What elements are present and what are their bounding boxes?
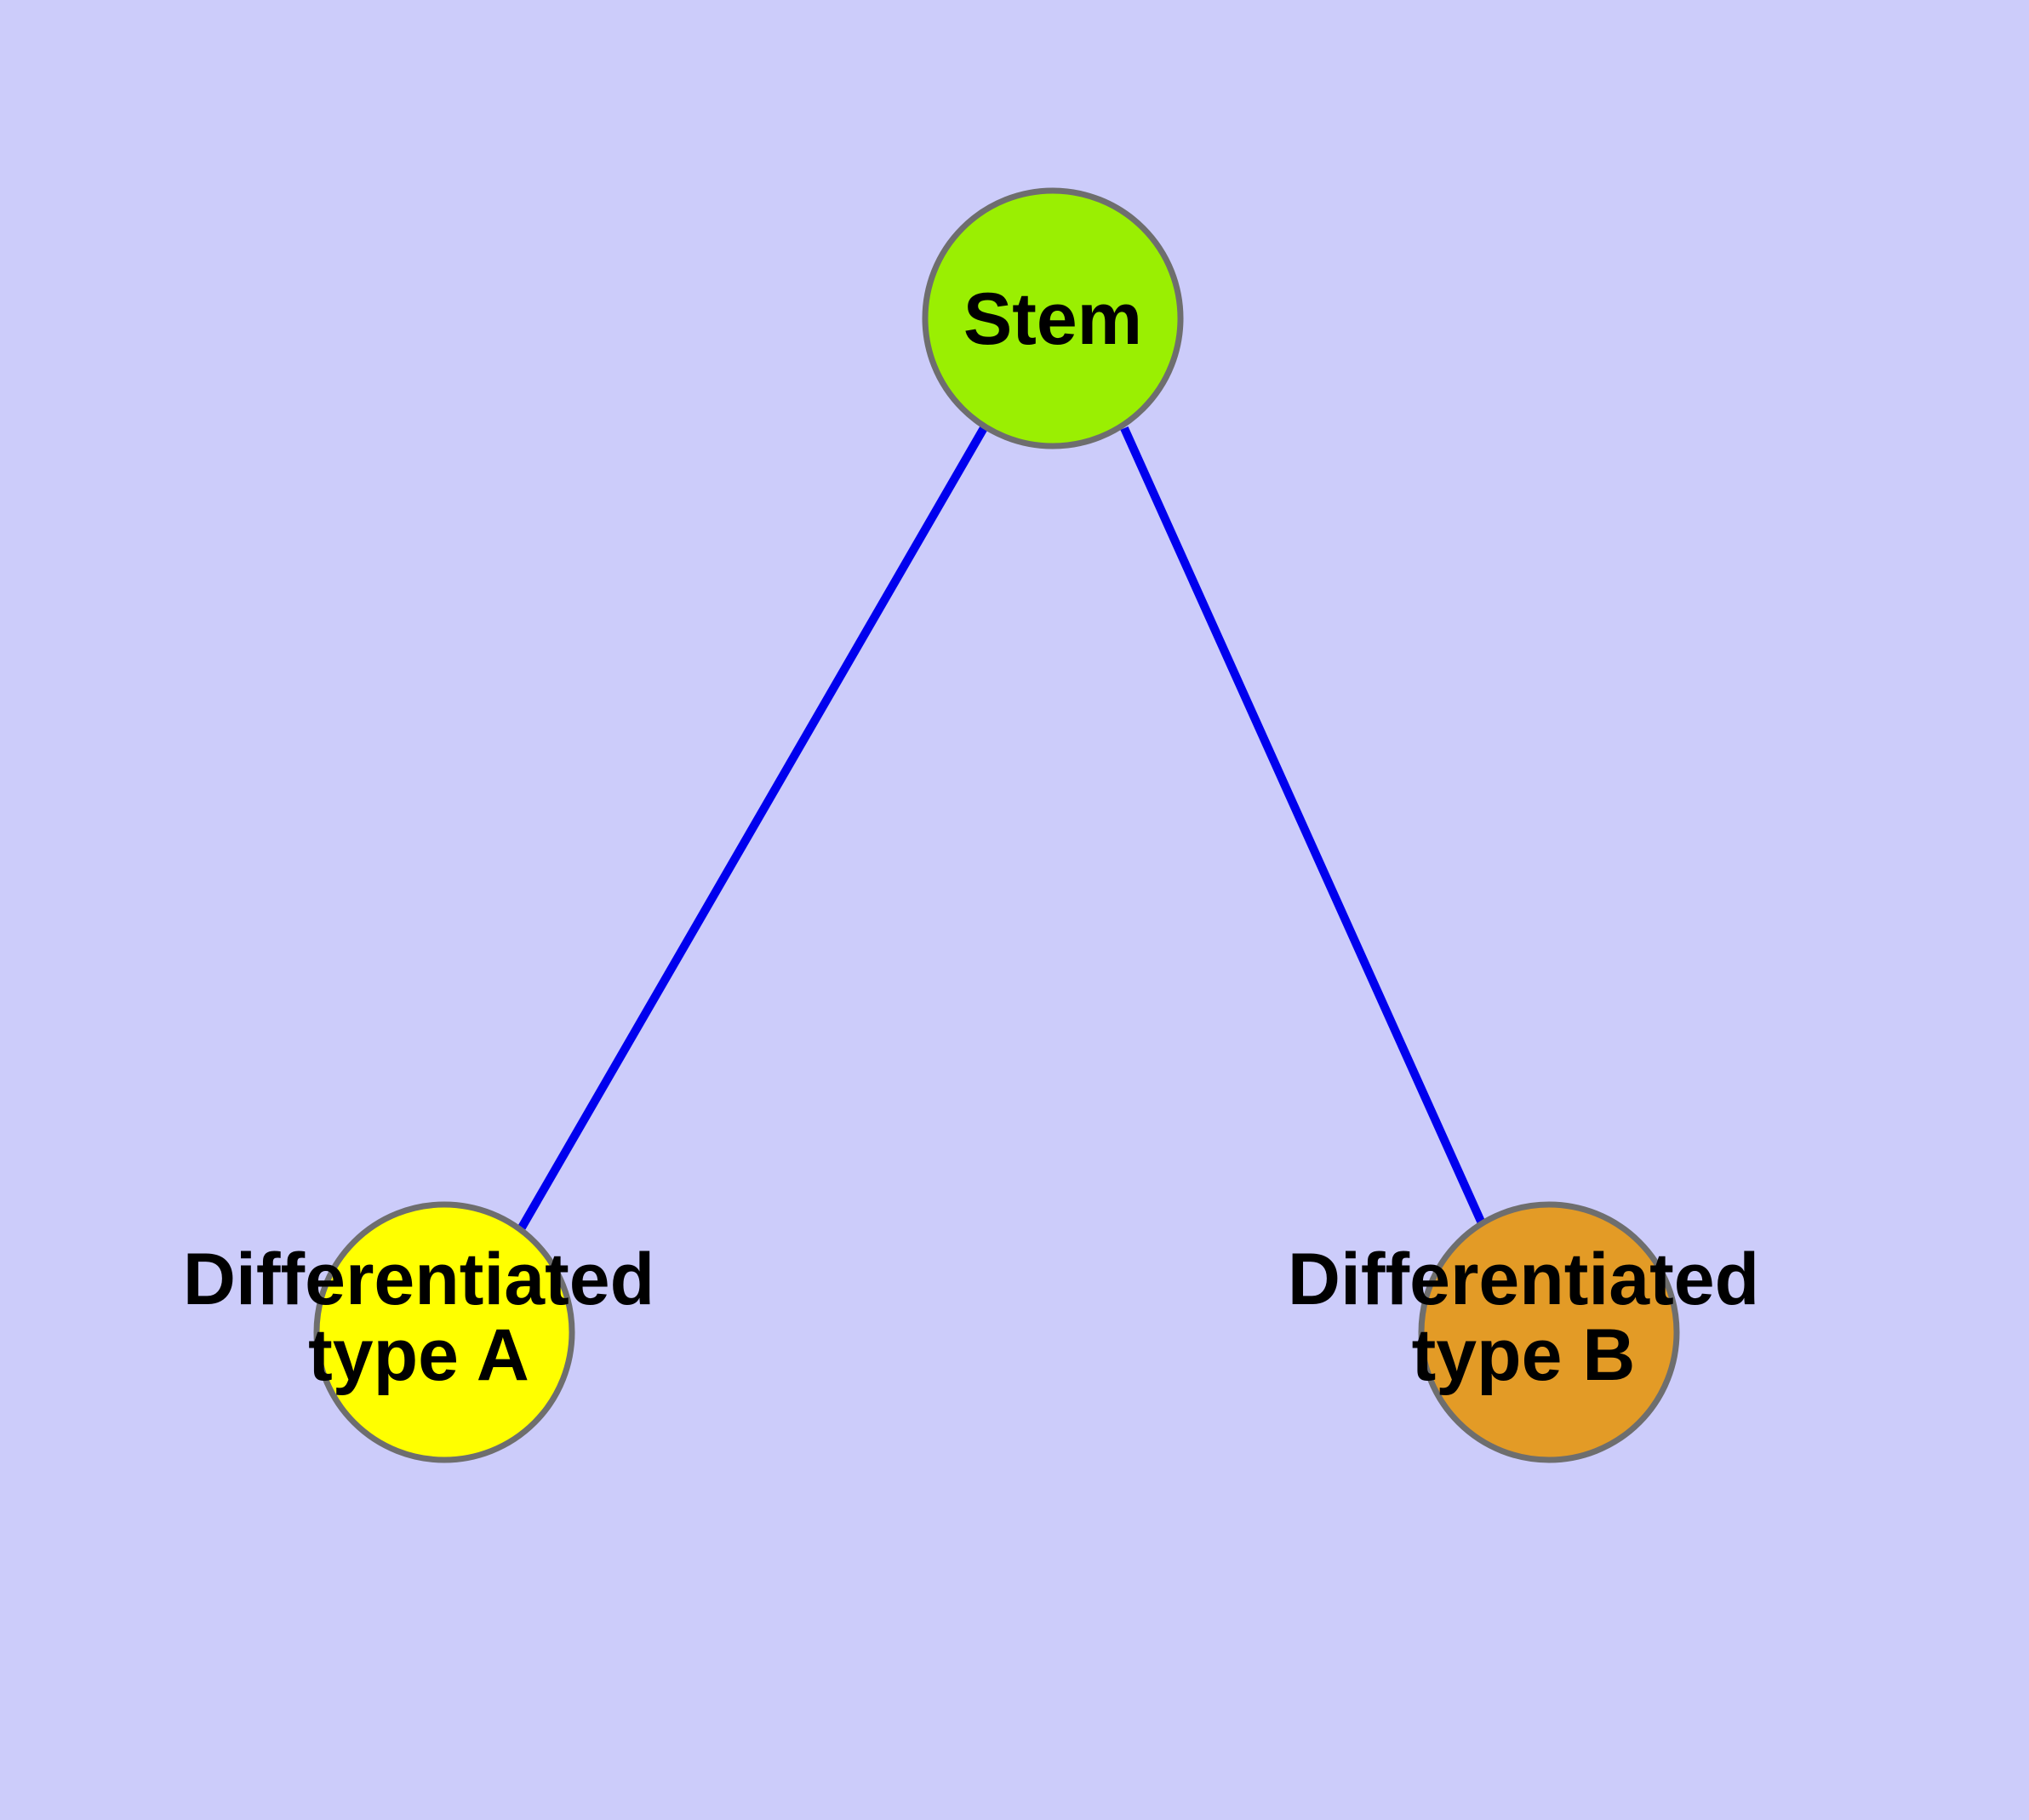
node-layer [313,187,1680,1463]
label-line: Differentiated [1288,1239,1759,1320]
edge-stem-to-differentiated-type-b[interactable] [1120,426,1486,1226]
edge-layer [517,424,1486,1230]
node-stem[interactable] [922,187,1184,449]
label-line: Stem [963,278,1142,360]
label-line: type A [308,1314,529,1396]
node-differentiated-type-b[interactable] [1418,1201,1680,1463]
label-line: Differentiated [183,1239,654,1320]
node-differentiated-type-a[interactable] [313,1201,575,1463]
label-line: type B [1412,1314,1636,1396]
edge-stem-to-differentiated-type-a[interactable] [517,424,989,1230]
node-label-stem: Stem [963,278,1142,360]
